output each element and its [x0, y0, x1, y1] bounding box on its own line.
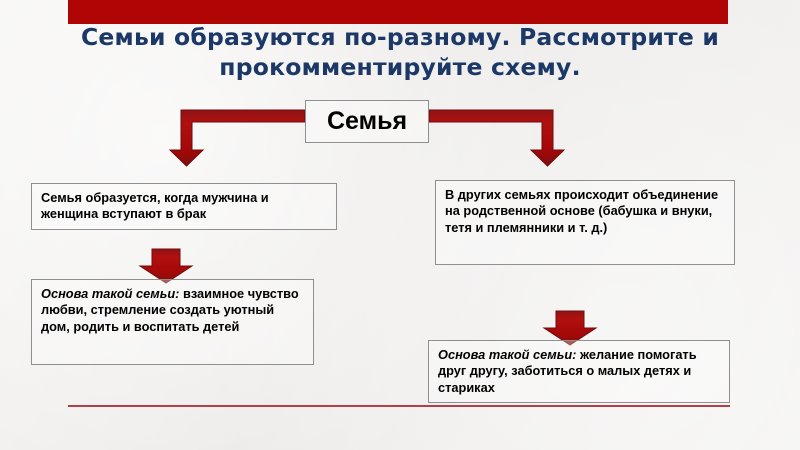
right-statement-text: В других семьях происходит объединение н… [445, 187, 719, 235]
diagram-root-label: Семья [326, 107, 408, 135]
right-basis-lead: Основа такой семьи: [438, 347, 577, 362]
left-basis-text: взаимное чувство любви, стремление созда… [41, 286, 299, 334]
diagram-node-left-statement: Семья образуется, когда мужчина и женщин… [31, 183, 337, 230]
diagram-node-right-statement: В других семьях происходит объединение н… [435, 180, 735, 265]
diagram-node-right-basis: Основа такой семьи: желание помогать дру… [428, 340, 730, 404]
right-basis-text: желание помогать друг другу, заботиться … [438, 347, 697, 395]
left-statement-text: Семья образуется, когда мужчина и женщин… [41, 190, 269, 222]
down-arrow-left-icon [138, 248, 194, 284]
left-basis-lead: Основа такой семьи: [41, 286, 180, 301]
page-title: Семьи образуются по-разному. Рассмотрите… [80, 23, 720, 81]
footer-rule [68, 405, 730, 407]
header-accent-bar [68, 0, 728, 24]
diagram-node-left-basis: Основа такой семьи: взаимное чувство люб… [31, 279, 314, 365]
elbow-arrow-right-icon [428, 109, 566, 167]
elbow-arrow-left-icon [168, 109, 306, 167]
diagram-root-node: Семья [305, 100, 429, 143]
